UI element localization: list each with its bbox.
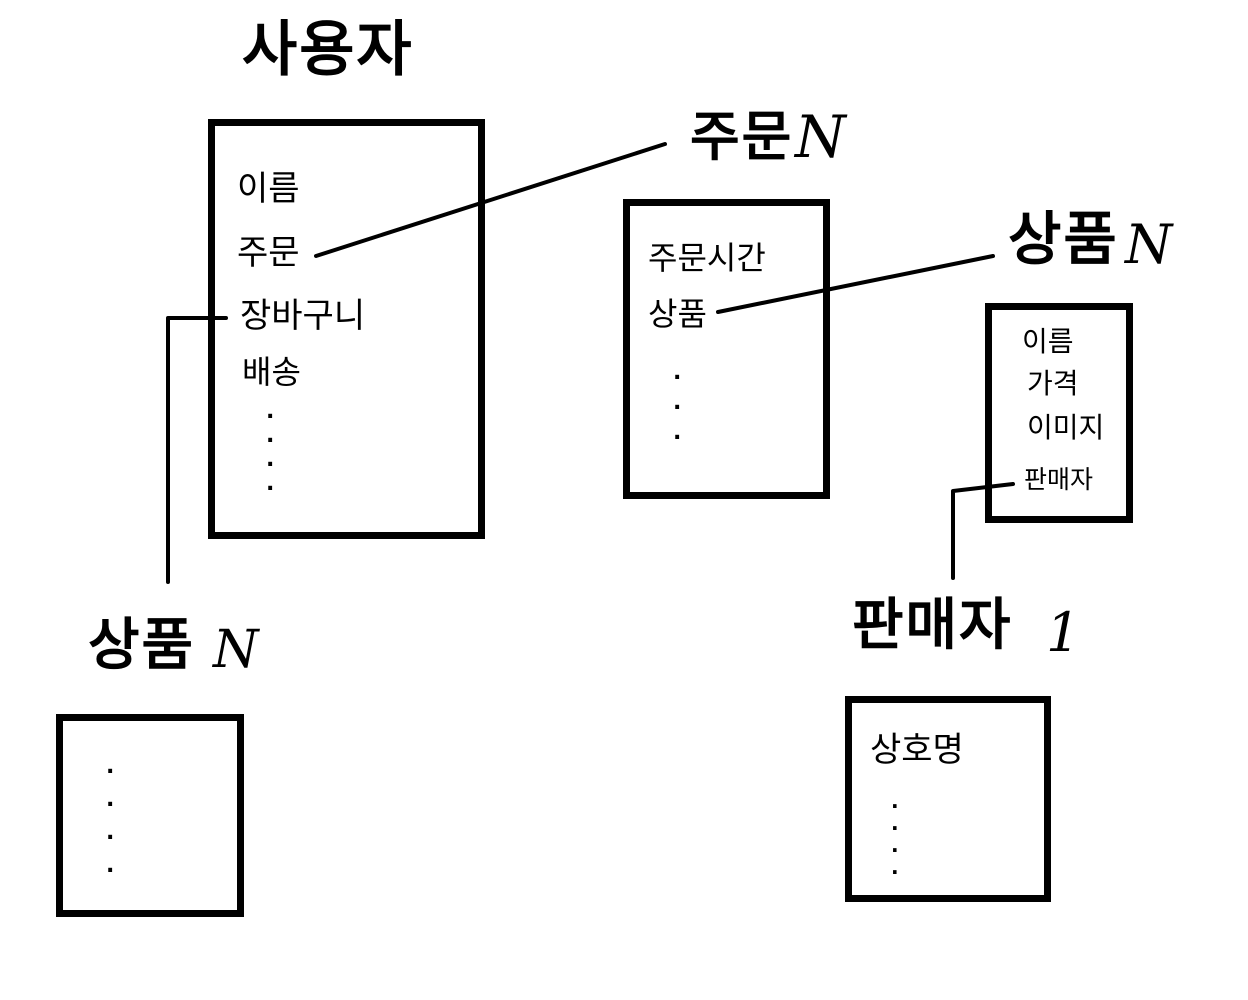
user-more-fields: . . . .: [266, 399, 275, 496]
seller-field-company-name: 상호명: [870, 730, 964, 770]
seller-more-fields: . . . .: [891, 789, 899, 879]
seller-cardinality: 1: [1046, 601, 1081, 664]
seller-entity-box: [845, 696, 1051, 902]
product-field-image: 이미지: [1027, 411, 1105, 444]
cart-product-entity-title: 상품: [88, 613, 196, 678]
seller-entity-title: 판매자: [852, 593, 1013, 658]
user-entity-box: [208, 119, 485, 539]
order-more-fields: . . .: [673, 360, 682, 445]
user-entity-title: 사용자: [242, 15, 414, 85]
product-field-name: 이름: [1022, 325, 1074, 358]
user-field-name: 이름: [237, 169, 300, 209]
order-cardinality: N: [795, 103, 846, 171]
cart-product-entity-box: [56, 714, 244, 917]
product-entity-box: [985, 303, 1133, 523]
user-field-delivery: 배송: [242, 353, 301, 391]
product-field-seller: 판매자: [1024, 465, 1094, 494]
order-field-time: 주문시간: [648, 239, 766, 277]
product-entity-title: 상품: [1008, 205, 1119, 273]
cart-product-more-fields: . . . .: [106, 754, 115, 878]
product-field-price: 가격: [1027, 367, 1079, 400]
user-field-order: 주문: [237, 233, 300, 273]
product-cardinality: N: [1125, 213, 1173, 276]
order-entity-title: 주문: [690, 105, 794, 168]
order-field-product: 상품: [648, 295, 707, 333]
user-field-cart: 장바구니: [240, 296, 366, 336]
cart-product-cardinality: N: [213, 620, 259, 680]
order-entity-box: [623, 199, 830, 499]
